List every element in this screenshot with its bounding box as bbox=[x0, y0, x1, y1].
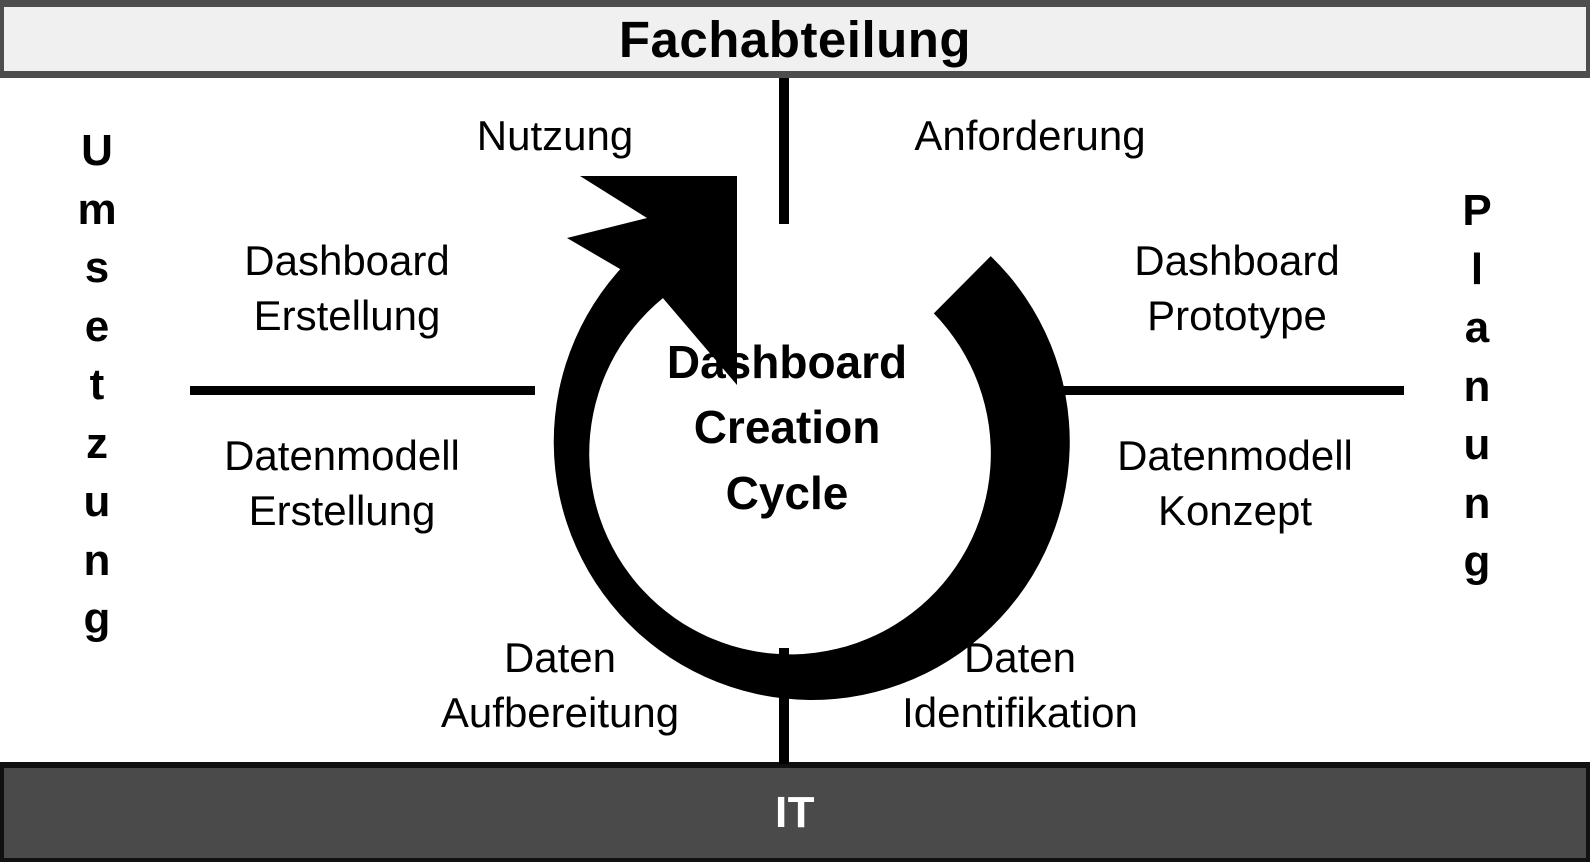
axis-letter: m bbox=[77, 184, 117, 234]
swimlane-top-fachabteilung: Fachabteilung bbox=[0, 0, 1590, 78]
swimlane-bottom-label: IT bbox=[774, 788, 816, 837]
axis-letter: t bbox=[89, 360, 105, 410]
stage-label-daten-identifikation: Daten Identifikation bbox=[845, 630, 1195, 741]
axis-letter: n bbox=[1463, 361, 1491, 411]
stage-label-anforderung: Anforderung bbox=[865, 108, 1195, 163]
axis-letter: s bbox=[84, 243, 110, 293]
divider-vertical-bottom bbox=[779, 648, 789, 764]
stage-label-daten-aufbereitung: Daten Aufbereitung bbox=[395, 630, 725, 741]
axis-letter: n bbox=[1463, 478, 1491, 528]
stage-label-line: Dashboard bbox=[1134, 237, 1340, 284]
divider-horizontal-left bbox=[190, 386, 535, 395]
axis-letter: z bbox=[86, 418, 108, 468]
divider-horizontal-right bbox=[1042, 386, 1404, 395]
stage-label-dashboard-prototype: Dashboard Prototype bbox=[1062, 233, 1412, 344]
stage-label-line: Aufbereitung bbox=[440, 689, 680, 737]
stage-label-datenmodell-konzept: Datenmodell Konzept bbox=[1055, 428, 1415, 539]
stage-label-dashboard-erstellung: Dashboard Erstellung bbox=[172, 233, 522, 344]
stage-label-line: Nutzung bbox=[476, 112, 634, 159]
axis-letter: g bbox=[1463, 537, 1491, 587]
stage-label-datenmodell-erstellung: Datenmodell Erstellung bbox=[162, 428, 522, 539]
stage-label-line: Konzept bbox=[1157, 487, 1313, 535]
stage-label-line: Daten bbox=[503, 634, 617, 681]
stage-label-line: Erstellung bbox=[248, 487, 436, 535]
axis-letter: e bbox=[84, 301, 110, 351]
stage-label-line: Erstellung bbox=[253, 292, 441, 340]
axis-letter: n bbox=[83, 535, 111, 585]
axis-letter: a bbox=[1464, 303, 1490, 353]
stage-label-line: Datenmodell bbox=[1117, 432, 1353, 479]
axis-letter: u bbox=[1463, 420, 1491, 470]
axis-letter: l bbox=[1470, 244, 1484, 294]
stage-label-line: Identifikation bbox=[902, 689, 1138, 737]
center-title-line-1: Dashboard bbox=[666, 336, 908, 388]
swimlane-bottom-it: IT bbox=[0, 762, 1590, 862]
center-title-line-3: Cycle bbox=[725, 466, 849, 519]
axis-label-planung: P l a n u n g bbox=[1442, 182, 1512, 592]
stage-label-line: Anforderung bbox=[914, 112, 1146, 159]
circular-arrow-clockwise-icon bbox=[505, 160, 1070, 700]
center-title-line-2: Creation bbox=[693, 401, 881, 454]
stage-label-line: Datenmodell bbox=[224, 432, 460, 479]
divider-vertical-top bbox=[779, 78, 789, 224]
axis-letter: U bbox=[81, 126, 113, 175]
stage-label-nutzung: Nutzung bbox=[405, 108, 705, 163]
axis-letter: P bbox=[1462, 186, 1492, 235]
axis-letter: g bbox=[83, 594, 111, 644]
stage-label-line: Dashboard bbox=[244, 237, 450, 284]
stage-label-line: Prototype bbox=[1147, 292, 1327, 340]
axis-letter: u bbox=[83, 477, 111, 527]
axis-label-umsetzung: U m s e t z u n g bbox=[62, 122, 132, 649]
center-title: Dashboard Creation Cycle bbox=[612, 330, 962, 526]
swimlane-top-label: Fachabteilung bbox=[618, 10, 972, 68]
stage-label-line: Daten bbox=[963, 634, 1077, 681]
